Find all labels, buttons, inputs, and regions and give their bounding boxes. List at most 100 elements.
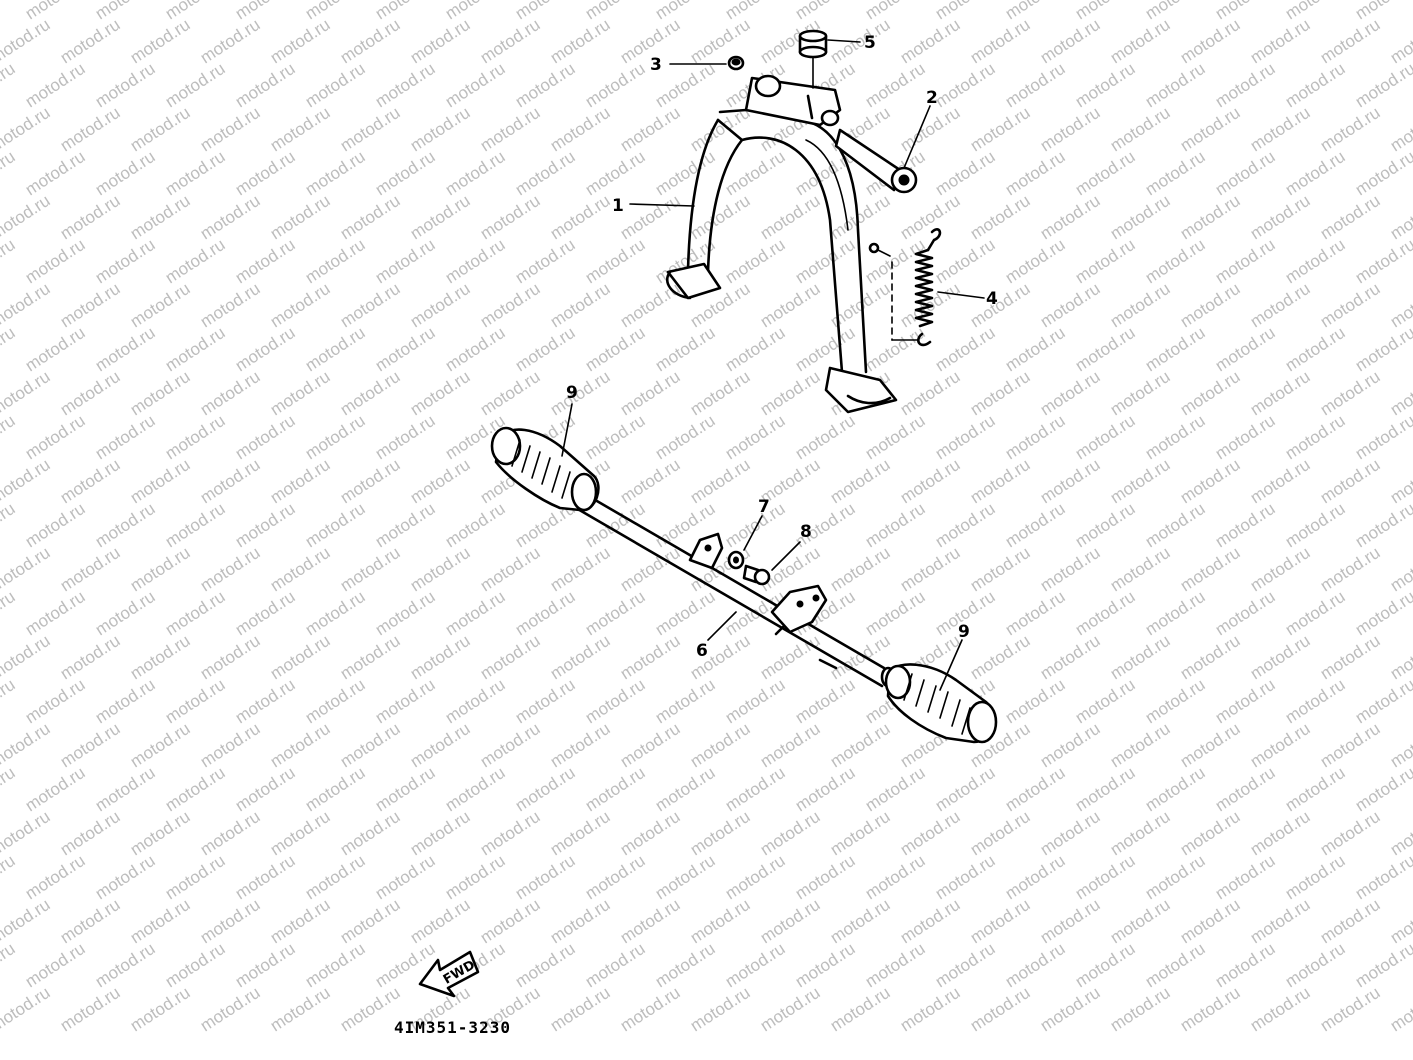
watermark-text: motod.ru: [1107, 631, 1174, 683]
watermark-text: motod.ru: [162, 411, 229, 463]
watermark-text: motod.ru: [757, 631, 824, 683]
watermark-text: motod.ru: [477, 807, 544, 859]
watermark-text: motod.ru: [0, 59, 18, 111]
watermark-text: motod.ru: [1387, 103, 1413, 155]
watermark-text: motod.ru: [477, 631, 544, 683]
watermark-text: motod.ru: [127, 807, 194, 859]
watermark-text: motod.ru: [372, 0, 439, 23]
watermark-text: motod.ru: [267, 983, 334, 1035]
watermark-text: motod.ru: [1107, 455, 1174, 507]
watermark-text: motod.ru: [1107, 807, 1174, 859]
watermark-text: motod.ru: [1177, 367, 1244, 419]
watermark-text: motod.ru: [1317, 807, 1384, 859]
watermark-text: motod.ru: [722, 763, 789, 815]
watermark-text: motod.ru: [1387, 543, 1413, 595]
watermark-text: motod.ru: [1282, 851, 1349, 903]
watermark-text: motod.ru: [1317, 983, 1384, 1035]
watermark-text: motod.ru: [967, 279, 1034, 331]
watermark-text: motod.ru: [267, 807, 334, 859]
watermark-text: motod.ru: [407, 807, 474, 859]
watermark-text: motod.ru: [547, 807, 614, 859]
watermark-text: motod.ru: [407, 191, 474, 243]
watermark-text: motod.ru: [302, 763, 369, 815]
watermark-text: motod.ru: [442, 323, 509, 375]
watermark-text: motod.ru: [232, 587, 299, 639]
watermark-text: motod.ru: [162, 851, 229, 903]
watermark-text: motod.ru: [477, 719, 544, 771]
watermark-text: motod.ru: [932, 147, 999, 199]
watermark-text: motod.ru: [442, 675, 509, 727]
watermark-text: motod.ru: [0, 587, 18, 639]
watermark-text: motod.ru: [267, 367, 334, 419]
watermark-text: motod.ru: [127, 103, 194, 155]
watermark-text: motod.ru: [547, 983, 614, 1035]
watermark-text: motod.ru: [547, 279, 614, 331]
watermark-text: motod.ru: [0, 939, 18, 991]
watermark-text: motod.ru: [1212, 411, 1279, 463]
watermark-text: motod.ru: [1037, 103, 1104, 155]
watermark-text: motod.ru: [862, 59, 929, 111]
watermark-text: motod.ru: [162, 675, 229, 727]
watermark-text: motod.ru: [582, 763, 649, 815]
watermark-text: motod.ru: [792, 323, 859, 375]
fwd-arrow-icon: FWD: [418, 950, 480, 998]
watermark-text: motod.ru: [582, 323, 649, 375]
watermark-text: motod.ru: [1212, 675, 1279, 727]
watermark-text: motod.ru: [652, 147, 719, 199]
watermark-text: motod.ru: [862, 0, 929, 23]
watermark-text: motod.ru: [687, 895, 754, 947]
watermark-text: motod.ru: [687, 983, 754, 1035]
watermark-text: motod.ru: [1177, 103, 1244, 155]
watermark-text: motod.ru: [0, 0, 18, 23]
watermark-text: motod.ru: [57, 543, 124, 595]
watermark-text: motod.ru: [407, 895, 474, 947]
callout-6: 6: [696, 641, 708, 661]
watermark-text: motod.ru: [1002, 851, 1069, 903]
callout-4: 4: [986, 289, 998, 309]
watermark-text: motod.ru: [582, 411, 649, 463]
watermark-text: motod.ru: [477, 103, 544, 155]
watermark-text: motod.ru: [92, 763, 159, 815]
watermark-text: motod.ru: [652, 0, 719, 23]
watermark-text: motod.ru: [337, 15, 404, 67]
watermark-text: motod.ru: [757, 895, 824, 947]
watermark-text: motod.ru: [1317, 895, 1384, 947]
callout-9-left: 9: [566, 383, 578, 403]
watermark-text: motod.ru: [407, 543, 474, 595]
watermark-text: motod.ru: [22, 675, 89, 727]
watermark-text: motod.ru: [757, 807, 824, 859]
watermark-text: motod.ru: [302, 499, 369, 551]
stopper: [798, 29, 828, 89]
watermark-text: motod.ru: [967, 367, 1034, 419]
watermark-text: motod.ru: [1072, 147, 1139, 199]
watermark-text: motod.ru: [372, 675, 439, 727]
watermark-text: motod.ru: [547, 191, 614, 243]
watermark-text: motod.ru: [617, 455, 684, 507]
watermark-text: motod.ru: [1247, 719, 1314, 771]
watermark-text: motod.ru: [1002, 0, 1069, 23]
watermark-text: motod.ru: [547, 895, 614, 947]
watermark-text: motod.ru: [652, 939, 719, 991]
watermark-text: motod.ru: [302, 939, 369, 991]
watermark-text: motod.ru: [1247, 103, 1314, 155]
watermark-text: motod.ru: [932, 0, 999, 23]
watermark-text: motod.ru: [932, 235, 999, 287]
watermark-text: motod.ru: [127, 543, 194, 595]
watermark-text: motod.ru: [302, 587, 369, 639]
watermark-text: motod.ru: [547, 103, 614, 155]
watermark-text: motod.ru: [372, 235, 439, 287]
watermark-text: motod.ru: [22, 323, 89, 375]
watermark-text: motod.ru: [897, 191, 964, 243]
watermark-text: motod.ru: [0, 499, 18, 551]
watermark-text: motod.ru: [1247, 455, 1314, 507]
watermark-text: motod.ru: [1177, 543, 1244, 595]
watermark-text: motod.ru: [932, 59, 999, 111]
watermark-text: motod.ru: [302, 59, 369, 111]
watermark-text: motod.ru: [197, 719, 264, 771]
watermark-text: motod.ru: [57, 455, 124, 507]
watermark-text: motod.ru: [582, 59, 649, 111]
watermark-text: motod.ru: [1142, 411, 1209, 463]
watermark-text: motod.ru: [1212, 939, 1279, 991]
watermark-text: motod.ru: [932, 851, 999, 903]
watermark-text: motod.ru: [1387, 15, 1413, 67]
